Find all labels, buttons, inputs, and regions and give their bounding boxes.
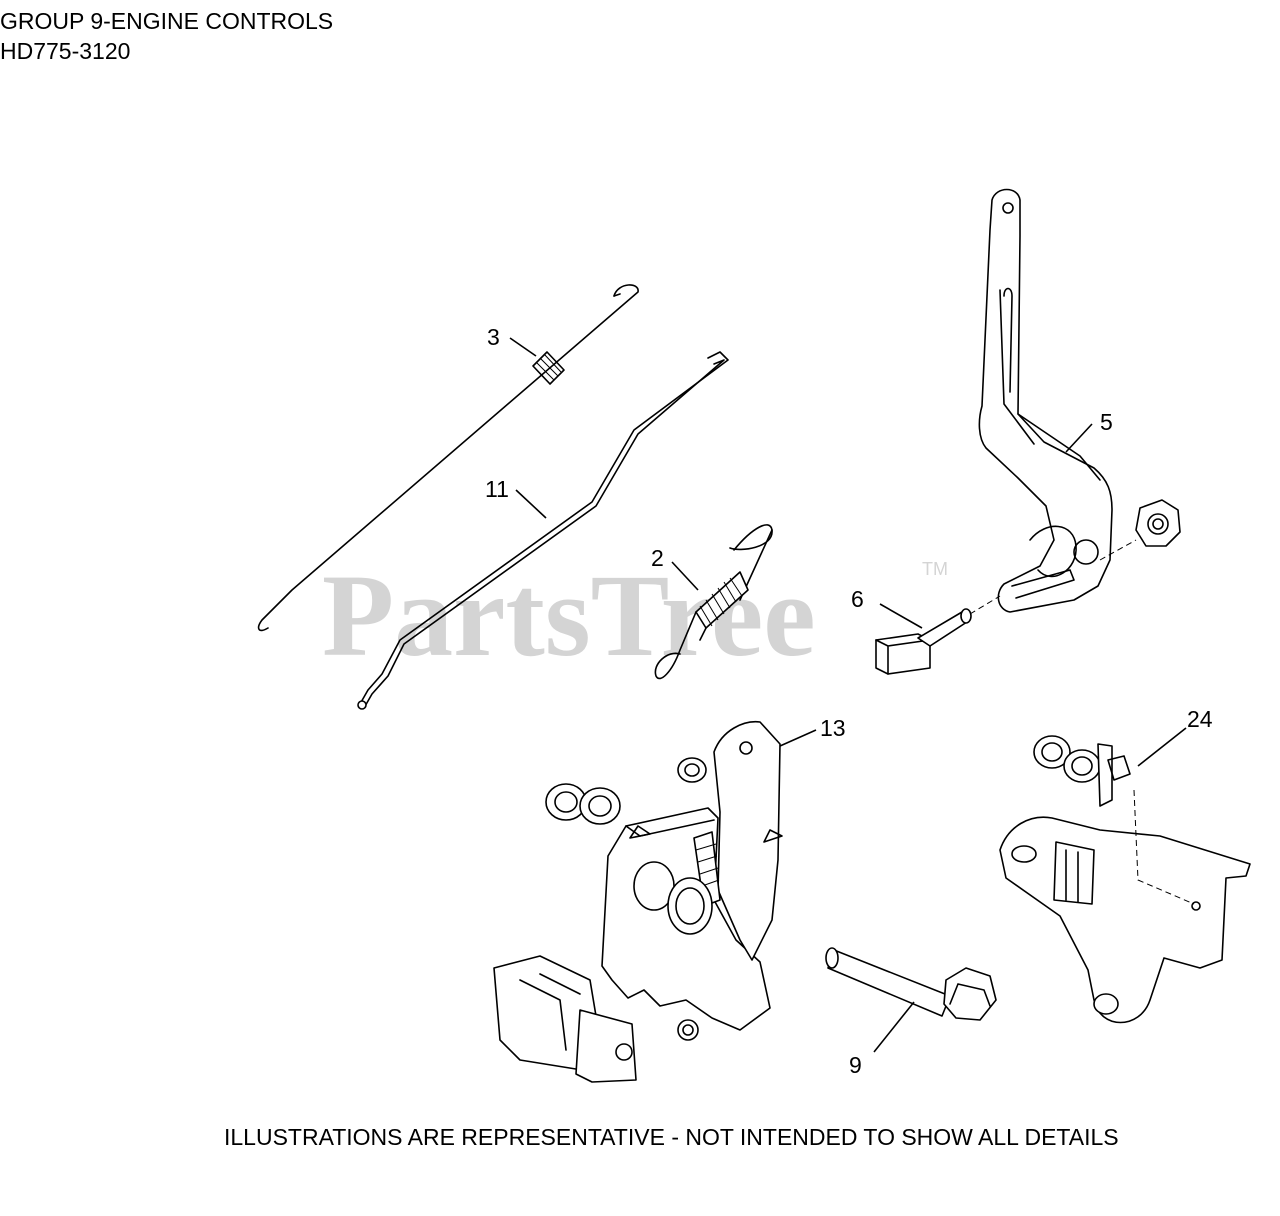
callout-6[interactable]: 6 [851, 586, 864, 612]
bracket-cable-clamp [493, 955, 637, 1083]
callout-24[interactable]: 24 [1187, 706, 1213, 732]
watermark-text: PartsTree [322, 550, 816, 681]
coil-spring [532, 351, 565, 385]
model-number: HD775-3120 [0, 38, 131, 64]
watermark-trademark: TM [922, 559, 948, 579]
part-11-throttle-rod[interactable] [357, 351, 729, 710]
part-9-bolt[interactable] [825, 947, 997, 1021]
part-5-throttle-lever[interactable] [978, 188, 1113, 613]
callout-9[interactable]: 9 [849, 1052, 862, 1078]
callout-11[interactable]: 11 [485, 476, 509, 502]
group-title: GROUP 9-ENGINE CONTROLS [0, 8, 334, 34]
partstree-watermark: PartsTree TM [322, 550, 948, 681]
callout-5[interactable]: 5 [1100, 409, 1113, 435]
disclaimer-footer: ILLUSTRATIONS ARE REPRESENTATIVE - NOT I… [224, 1124, 1119, 1150]
callout-3[interactable]: 3 [487, 324, 500, 350]
clip-grommet [1033, 735, 1131, 807]
callout-leaders [509, 337, 1187, 1053]
part-2-extension-spring[interactable] [654, 524, 773, 680]
bracket-grommet-top [677, 757, 707, 783]
callout-2[interactable]: 2 [651, 545, 664, 571]
part-3-spring-wire[interactable] [257, 284, 639, 632]
part-13-control-bracket[interactable] [493, 721, 783, 1083]
callout-13[interactable]: 13 [820, 715, 846, 741]
callout-labels: 3 11 2 5 6 13 24 9 [485, 324, 1213, 1078]
part-6-pin[interactable] [875, 595, 1001, 675]
lever-nut[interactable] [1099, 499, 1181, 561]
bracket-bushing [633, 861, 713, 935]
bracket-grommet-left [545, 783, 621, 825]
diagram-header: GROUP 9-ENGINE CONTROLS HD775-3120 [0, 6, 333, 66]
part-24-cable-bracket[interactable] [999, 735, 1251, 1024]
